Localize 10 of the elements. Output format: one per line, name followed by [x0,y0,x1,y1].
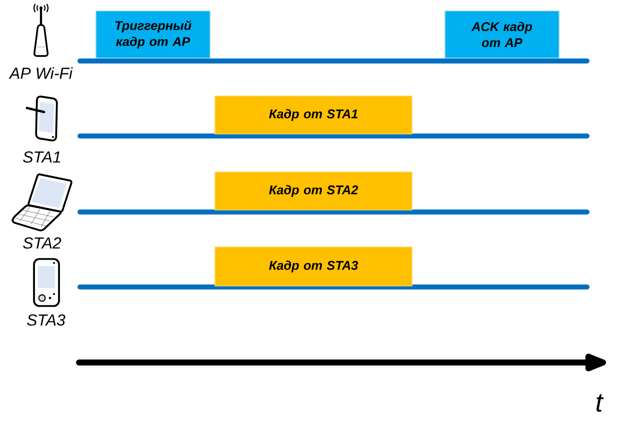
device-label: AP Wi-Fi [8,67,73,79]
device-label: STA1 [23,151,60,163]
frame-box: Триггерный кадр от AP [96,10,210,58]
frame-box: Кадр от STA1 [214,96,412,134]
frame-box: ACK кадр от AP [444,10,560,58]
device-label: STA3 [27,314,66,326]
frame-box: Кадр от STA2 [214,172,412,210]
frame-box: Кадр от STA3 [214,246,412,286]
axis-label: t [596,394,604,412]
device-label: STA2 [23,237,62,249]
